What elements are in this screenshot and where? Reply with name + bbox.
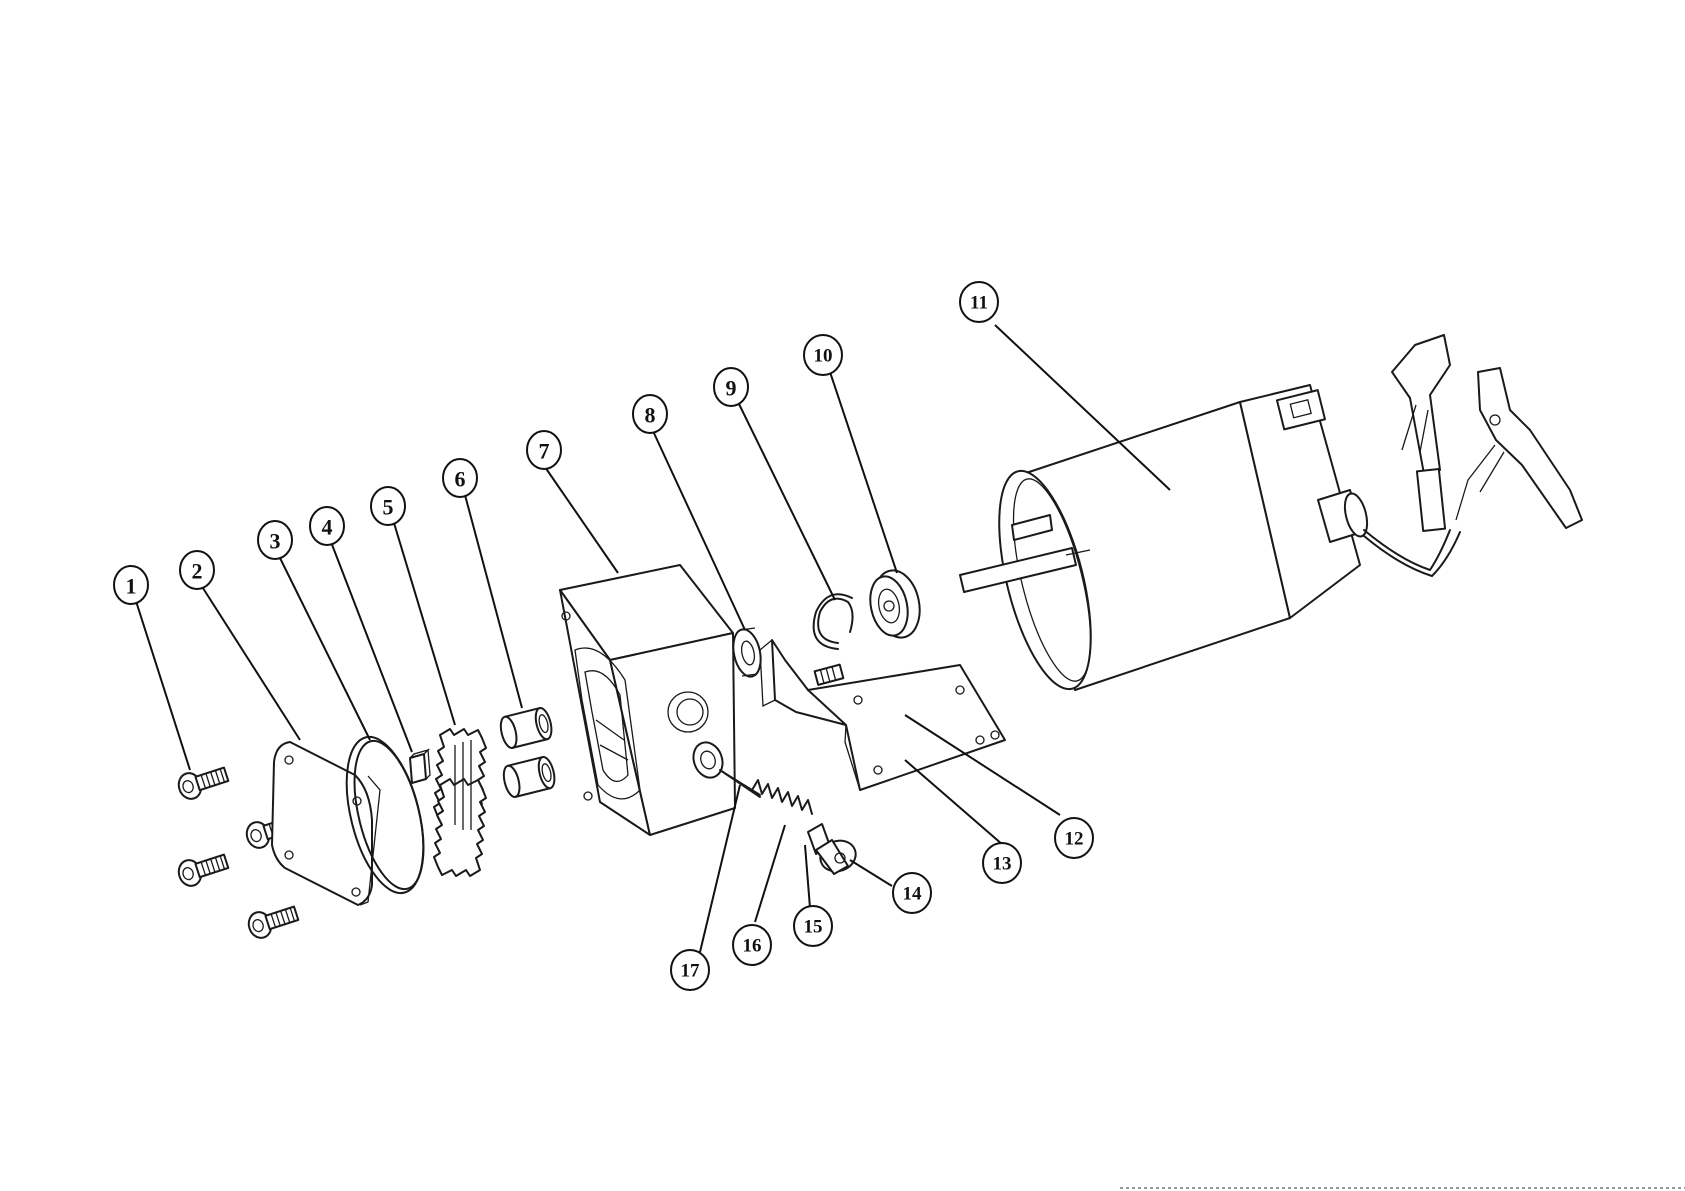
- callout-1: 1: [114, 566, 148, 604]
- callout-label: 15: [804, 917, 823, 938]
- callout-9: 9: [714, 368, 748, 406]
- callout-label: 5: [383, 495, 394, 520]
- alligator-clip: [1392, 335, 1450, 531]
- callout-label: 14: [903, 884, 923, 905]
- dc-motor: [960, 335, 1582, 698]
- callout-label: 3: [270, 529, 281, 554]
- snap-ring: [814, 594, 853, 649]
- callout-label: 2: [192, 559, 203, 584]
- alligator-clip: [1456, 368, 1582, 528]
- callout-label: 11: [970, 293, 988, 314]
- pump-housing: [560, 565, 735, 835]
- callout-label: 12: [1065, 829, 1084, 850]
- callout-8: 8: [633, 395, 667, 433]
- cap-screw: [176, 762, 231, 802]
- cap-screw: [176, 849, 231, 889]
- callout-label: 8: [645, 403, 656, 428]
- callout-11: 11: [960, 282, 998, 322]
- callout-12: 12: [1055, 818, 1093, 858]
- callout-5: 5: [371, 487, 405, 525]
- small-bearing: [729, 627, 764, 679]
- callout-2: 2: [180, 551, 214, 589]
- mounting-bracket: [760, 640, 1005, 790]
- callout-3: 3: [258, 521, 292, 559]
- gear-pair: [434, 729, 486, 876]
- callout-13: 13: [983, 843, 1021, 883]
- callout-label: 17: [681, 961, 701, 982]
- key: [410, 750, 430, 783]
- callout-6: 6: [443, 459, 477, 497]
- callout-7: 7: [527, 431, 561, 469]
- cap-screw: [246, 901, 301, 941]
- callout-label: 6: [455, 467, 466, 492]
- callout-label: 13: [993, 854, 1012, 875]
- bushing: [498, 706, 554, 749]
- callout-label: 1: [126, 574, 137, 599]
- callout-label: 9: [726, 376, 737, 401]
- callout-label: 16: [743, 936, 762, 957]
- bushing: [501, 755, 557, 798]
- callout-label: 10: [814, 346, 833, 367]
- callout-label: 7: [539, 439, 550, 464]
- bushings: [498, 706, 557, 798]
- callout-4: 4: [310, 507, 344, 545]
- callout-16: 16: [733, 925, 771, 965]
- ball-bearing: [865, 566, 925, 642]
- callout-14: 14: [893, 873, 931, 913]
- callout-10: 10: [804, 335, 842, 375]
- callout-17: 17: [671, 950, 709, 990]
- callout-label: 4: [322, 515, 333, 540]
- end-plate: [272, 742, 380, 905]
- callout-15: 15: [794, 906, 832, 946]
